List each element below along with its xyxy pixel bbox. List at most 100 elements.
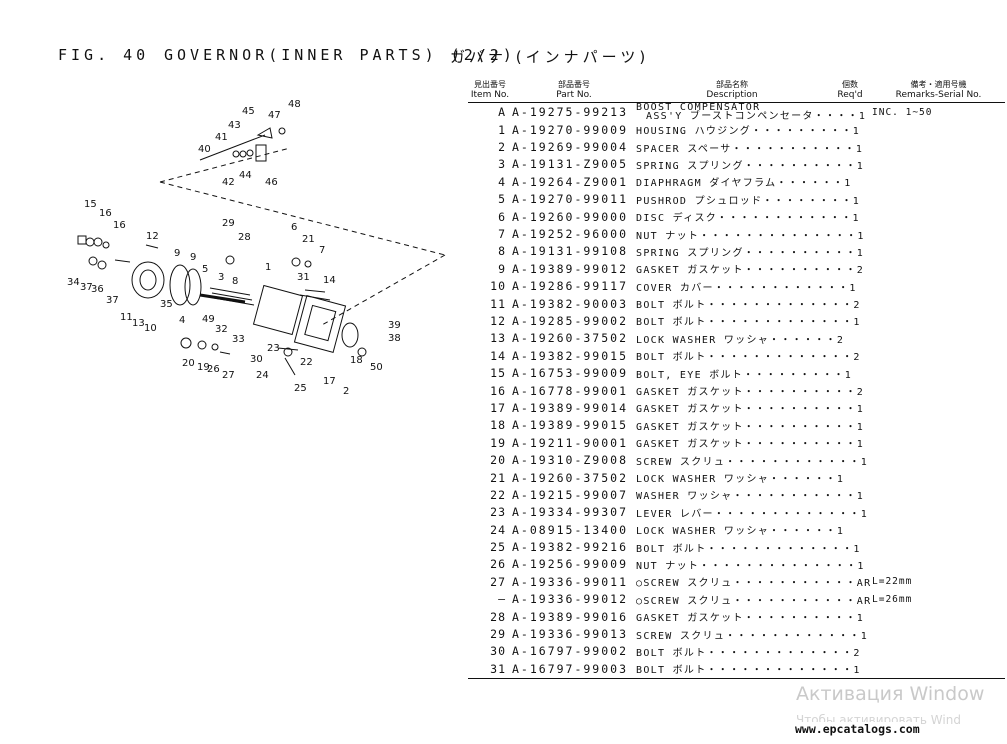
item-number-cell: 31: [468, 660, 512, 679]
description-cell: GASKET ガスケット・・・・・・・・・・2: [636, 265, 865, 277]
remarks-cell: [872, 225, 1005, 242]
remarks-cell: [872, 295, 1005, 312]
item-number-cell: 6: [498, 209, 506, 224]
part-number-cell: A-19286-99117: [512, 279, 629, 294]
part-number-cell: A-19215-99007: [512, 487, 629, 502]
callout-numbers: 48 45 47 41 43 40 44 42 46 15 16 16 12 2…: [67, 99, 401, 397]
callout-label: 31: [297, 272, 310, 283]
description-cell: DISC ディスク・・・・・・・・・・・・1: [636, 213, 860, 225]
part-number-cell: A-19264-Z9001: [512, 174, 629, 189]
callout-label: 14: [323, 275, 336, 286]
remarks-cell: INC. 1~50: [872, 106, 933, 118]
quantity-cell: [828, 660, 872, 679]
item-number-cell: 8: [498, 244, 506, 259]
description-cell: BOLT ボルト・・・・・・・・・・・・・2: [636, 647, 861, 659]
part-number-cell: A-19336-99011: [512, 574, 629, 589]
part-number-cell: A-19260-37502: [512, 331, 629, 346]
description-cell: BOLT ボルト・・・・・・・・・・・・・2: [636, 300, 861, 312]
remarks-cell: [872, 486, 1005, 503]
callout-label: 49: [202, 314, 215, 325]
description-cell: LOCK WASHER ワッシャ・・・・・・1: [636, 474, 845, 485]
part-number-cell: A-19131-99108: [512, 244, 629, 259]
callout-label: 32: [215, 324, 228, 335]
callout-label: 15: [84, 199, 97, 210]
remarks-cell: [872, 156, 1005, 173]
remarks-cell: [872, 208, 1005, 225]
callout-label: 19: [197, 362, 210, 373]
remarks-cell: [872, 364, 1005, 381]
remarks-cell: [872, 451, 1005, 468]
figure-title-japanese: ガバナ (インナパーツ): [450, 48, 650, 66]
item-number-cell: —: [498, 592, 506, 607]
item-number-cell: 19: [490, 435, 506, 450]
callout-label: 2: [343, 386, 349, 397]
item-number-cell: 26: [490, 557, 506, 572]
part-number-cell: A-16797-99003: [512, 660, 636, 679]
remarks-cell: [872, 260, 1005, 277]
callout-label: 17: [323, 376, 336, 387]
callout-label: 29: [222, 218, 235, 229]
callout-label: 40: [198, 144, 211, 155]
callout-label: 10: [144, 323, 157, 334]
description-cell: WASHER ワッシャ・・・・・・・・・・・1: [636, 491, 865, 503]
remarks-cell: [872, 417, 1005, 434]
remarks-cell: [872, 504, 1005, 521]
callout-label: 27: [222, 370, 235, 381]
remarks-cell: [872, 173, 1005, 190]
part-number-cell: A-16778-99001: [512, 383, 629, 398]
description-cell: SPRING スプリング・・・・・・・・・・1: [636, 160, 865, 172]
description-cell: GASKET ガスケット・・・・・・・・・・1: [636, 613, 865, 625]
part-number-cell: A-19389-99015: [512, 418, 629, 433]
part-number-cell: A-19211-90001: [512, 435, 629, 450]
description-line: BOOST COMPENSATOR: [636, 102, 761, 113]
callout-label: 4: [179, 315, 185, 326]
part-number-cell: A-19285-99002: [512, 313, 629, 328]
remarks-cell: [872, 121, 1005, 138]
remarks-cell: [872, 330, 1005, 347]
remarks-cell: [872, 469, 1005, 486]
callout-label: 39: [388, 320, 401, 331]
callout-label: 22: [300, 357, 313, 368]
part-number-cell: A-19260-99000: [512, 209, 629, 224]
part-number-cell: A-19131-Z9005: [512, 157, 629, 172]
description-cell: BOLT ボルト・・・・・・・・・・・・・1: [636, 660, 859, 679]
callout-label: 37: [106, 295, 119, 306]
description-cell: HOUSING ハウジング・・・・・・・・・1: [636, 126, 861, 138]
callout-label: 16: [99, 208, 112, 219]
figure-number: FIG. 40: [58, 46, 150, 64]
callout-label: 9: [174, 248, 180, 259]
callout-label: 42: [222, 177, 235, 188]
part-number-cell: A-19269-99004: [512, 140, 629, 155]
callout-label: 3: [218, 272, 224, 283]
part-number-cell: A-19336-99013: [512, 627, 629, 642]
item-number-cell: 23: [490, 505, 506, 520]
item-number-cell: 9: [498, 261, 506, 276]
item-number-cell: 10: [490, 279, 506, 294]
callout-label: 13: [132, 318, 145, 329]
description-cell: NUT ナット・・・・・・・・・・・・・・1: [636, 560, 865, 572]
item-number-cell: 28: [490, 609, 506, 624]
part-number-cell: A-19256-99009: [512, 557, 629, 572]
remarks-cell: [872, 138, 1005, 155]
item-number-cell: 24: [490, 522, 506, 537]
item-number-cell: 1: [498, 122, 506, 137]
remarks-cell: L=26mm: [872, 593, 913, 605]
callout-label: 26: [207, 364, 220, 375]
item-number-cell: 27: [490, 574, 506, 589]
part-number-cell: A-19389-99012: [512, 261, 629, 276]
description-cell: LEVER レバー・・・・・・・・・・・・・1: [636, 508, 869, 520]
callout-label: 25: [294, 383, 307, 394]
description-cell: NUT ナット・・・・・・・・・・・・・・1: [636, 230, 865, 242]
parts-drawing: [77, 127, 367, 376]
